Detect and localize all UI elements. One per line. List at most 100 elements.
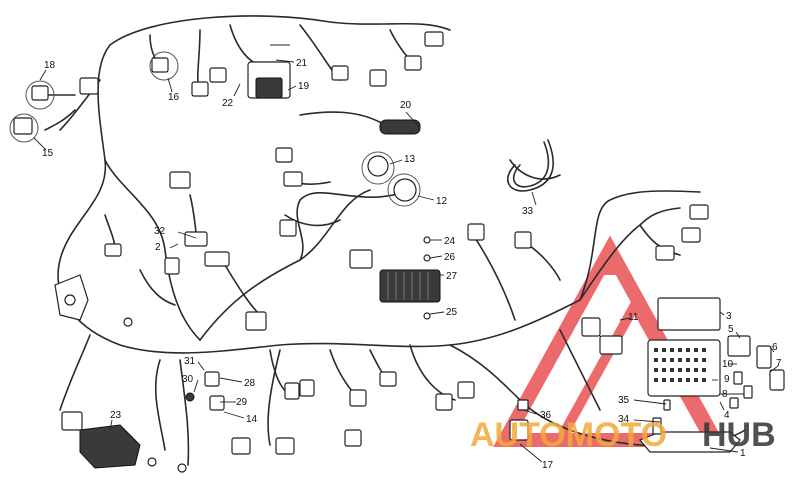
connector-icon xyxy=(275,437,295,455)
terminal-icon xyxy=(147,457,157,467)
cable-tie-icon xyxy=(507,139,554,192)
connector-icon xyxy=(404,55,422,71)
callout-numbers: 1 2 3 4 5 6 7 8 9 10 11 12 13 14 15 16 1… xyxy=(42,58,782,471)
connector-icon xyxy=(689,204,709,220)
callout-3: 3 xyxy=(726,311,732,322)
callout-12: 12 xyxy=(436,196,448,207)
connector-icon xyxy=(369,69,387,87)
watermark-text-hub: HUB xyxy=(702,416,776,454)
callout-7: 7 xyxy=(776,358,782,369)
regulator-icon xyxy=(379,269,441,303)
callout-26: 26 xyxy=(444,252,456,263)
relay-icon xyxy=(756,345,772,369)
callout-34: 34 xyxy=(618,414,630,425)
connector-icon xyxy=(379,371,397,387)
callout-5: 5 xyxy=(728,324,734,335)
connector-icon xyxy=(275,147,293,163)
connector-icon xyxy=(279,219,297,237)
callout-30: 30 xyxy=(182,374,194,385)
connector-icon xyxy=(509,419,529,441)
connector-icon xyxy=(581,317,601,337)
connector-icon xyxy=(283,171,303,187)
callout-15: 15 xyxy=(42,148,54,159)
callout-2: 2 xyxy=(155,242,161,253)
fuse-icon xyxy=(729,397,739,409)
connector-icon xyxy=(79,77,99,95)
callout-28: 28 xyxy=(244,378,256,389)
callout-19: 19 xyxy=(298,81,310,92)
connector-icon xyxy=(349,249,373,269)
sensor-icon xyxy=(204,371,220,387)
clip-icon xyxy=(663,399,671,411)
callout-21: 21 xyxy=(296,58,308,69)
grip-icon xyxy=(379,119,421,135)
connector-icon xyxy=(231,437,251,455)
clip-icon xyxy=(517,399,529,411)
connector-icon xyxy=(467,223,485,241)
callout-14: 14 xyxy=(246,414,258,425)
callout-32: 32 xyxy=(154,226,166,237)
callout-6: 6 xyxy=(772,342,778,353)
connector-icon xyxy=(31,85,49,101)
callout-27: 27 xyxy=(446,271,458,282)
callout-36: 36 xyxy=(540,410,552,421)
watermark-text-automoto: AUTOMOTO xyxy=(470,416,667,454)
leader-lines xyxy=(33,59,779,463)
callout-4: 4 xyxy=(724,410,730,421)
nut-icon xyxy=(423,312,431,320)
connector-icon xyxy=(514,231,532,249)
callout-9: 9 xyxy=(724,374,730,385)
callout-16: 16 xyxy=(168,92,180,103)
connector-icon xyxy=(284,382,300,400)
terminal-icon xyxy=(177,463,187,473)
nut-icon xyxy=(185,392,195,402)
connector-icon xyxy=(13,117,33,135)
connector-icon xyxy=(209,67,227,83)
connectors xyxy=(9,31,785,473)
connector-icon xyxy=(164,257,180,275)
connector-icon xyxy=(151,57,169,73)
callout-33: 33 xyxy=(522,206,534,217)
connector-icon xyxy=(331,65,349,81)
callout-18: 18 xyxy=(44,60,56,71)
callout-13: 13 xyxy=(404,154,416,165)
connector-icon xyxy=(393,178,417,202)
callout-22: 22 xyxy=(222,98,234,109)
callout-10: 10 xyxy=(722,359,734,370)
connector-icon xyxy=(349,389,367,407)
callout-8: 8 xyxy=(722,389,728,400)
callout-24: 24 xyxy=(444,236,456,247)
bracket-icon xyxy=(54,274,89,321)
connector-icon xyxy=(655,245,675,261)
connector-icon xyxy=(344,429,362,447)
connector-icon xyxy=(457,381,475,399)
connector-icon xyxy=(191,81,209,97)
connector-icon xyxy=(204,251,230,267)
connector-icon xyxy=(245,311,267,331)
callout-17: 17 xyxy=(542,460,554,471)
callout-29: 29 xyxy=(236,397,248,408)
washer-icon xyxy=(423,254,431,262)
callout-31: 31 xyxy=(184,356,196,367)
connector-icon xyxy=(299,379,315,397)
ecu-icon xyxy=(61,411,141,469)
relay-icon xyxy=(727,335,751,357)
bolt-icon xyxy=(423,236,431,244)
connector-icon xyxy=(184,231,208,247)
connector-icon xyxy=(169,171,191,189)
callout-20: 20 xyxy=(400,100,412,111)
terminal-icon xyxy=(123,317,133,327)
callout-11: 11 xyxy=(628,312,639,323)
connector-icon xyxy=(209,395,225,411)
connector-icon xyxy=(104,243,122,257)
main-harness xyxy=(39,15,746,466)
connector-icon xyxy=(599,335,623,355)
fuse-box-icon xyxy=(647,297,721,397)
fuse-icon xyxy=(743,385,753,399)
callout-23: 23 xyxy=(110,410,122,421)
connector-icon xyxy=(681,227,701,243)
connector-icon xyxy=(424,31,444,47)
callout-1: 1 xyxy=(740,448,746,459)
callout-35: 35 xyxy=(618,395,630,406)
